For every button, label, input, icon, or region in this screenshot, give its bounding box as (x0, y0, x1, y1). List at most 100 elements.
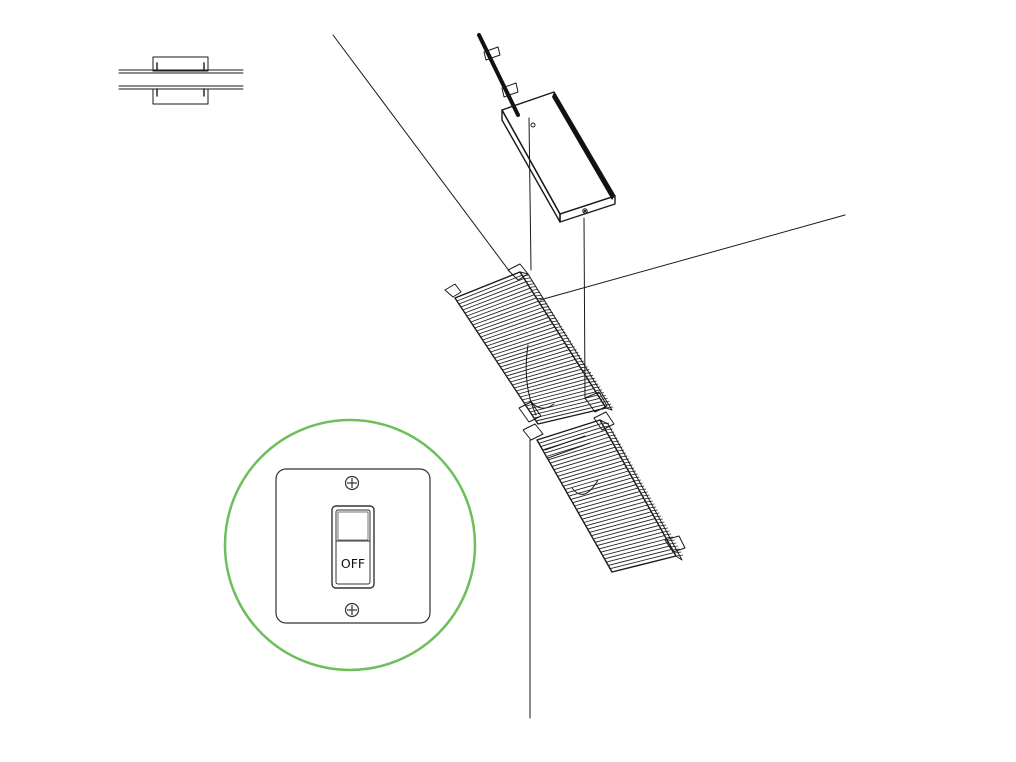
screw-head-icon (344, 602, 360, 618)
edge-fin (608, 434, 616, 437)
edge-fin (637, 485, 645, 488)
louver-slat (518, 375, 586, 395)
edge-fin (659, 524, 667, 527)
edge-fin (622, 458, 630, 461)
edge-fin (536, 297, 544, 300)
louver-slat (502, 349, 570, 371)
louver-slat (564, 470, 629, 490)
edge-fin (672, 548, 680, 551)
edge-fin (587, 377, 595, 380)
rocker-switch-icon: OFF (331, 505, 375, 589)
louver-slat (486, 323, 553, 347)
edge-fin (674, 551, 682, 554)
edge-fin (617, 449, 625, 452)
edge-fin (589, 380, 597, 383)
edge-fin (549, 317, 557, 320)
edge-fin (532, 291, 541, 294)
louver-slat (568, 477, 633, 497)
louver-slat (529, 394, 598, 413)
edge-fin (523, 277, 531, 280)
edge-fin (596, 392, 604, 395)
power-cable (477, 33, 520, 117)
louver-slat (583, 504, 648, 523)
louver-slat (484, 320, 551, 344)
louver-slat (576, 490, 641, 510)
louver-slat (604, 541, 669, 560)
edge-fin (560, 334, 568, 337)
edge-fin (591, 383, 599, 386)
louver-slat (555, 453, 620, 474)
edge-fin (558, 331, 566, 334)
louver-slat (490, 329, 557, 353)
louver-slat (570, 480, 635, 500)
louver-slat (572, 484, 637, 504)
edge-fin (543, 309, 551, 311)
upper-louver-panel (444, 263, 614, 425)
edge-fin (584, 372, 592, 374)
suspension-wires (528, 117, 586, 719)
edge-fin (582, 369, 590, 372)
cable-clip (483, 46, 501, 61)
edge-fin (638, 488, 647, 491)
louver-slat (585, 507, 650, 527)
edge-fin (654, 515, 662, 518)
ceiling-perspective-lines (332, 34, 846, 301)
edge-fin (640, 491, 648, 494)
edge-fin (649, 506, 657, 509)
edge-fin (652, 512, 660, 515)
edge-fin (612, 440, 620, 443)
edge-fin (563, 340, 572, 343)
louver-slat (535, 404, 605, 422)
edge-fin (662, 530, 670, 533)
louver-slat (566, 473, 631, 494)
edge-fin (655, 518, 663, 521)
louver-slat (508, 358, 576, 380)
edge-fin (567, 346, 575, 349)
louver-slat (472, 300, 539, 326)
louver-slat (528, 391, 596, 410)
edge-fin (604, 403, 612, 406)
edge-fin (660, 527, 668, 530)
louver-slat (468, 294, 535, 320)
louver-slat (482, 316, 549, 341)
louver-slat (589, 514, 654, 533)
edge-fin (613, 443, 621, 446)
louver-slat (608, 548, 673, 566)
louver-slat (476, 307, 543, 332)
edge-fin (625, 464, 633, 467)
edge-fin (551, 320, 559, 323)
louver-slat (500, 346, 568, 368)
louver-slat (602, 538, 667, 556)
edge-fin (573, 354, 581, 357)
edge-fin (531, 288, 539, 291)
edge-fin (602, 400, 610, 403)
louver-slat (559, 460, 623, 481)
louver-slat (492, 333, 560, 356)
edge-fin (545, 311, 553, 314)
louver-slat (458, 278, 525, 305)
louver-slat (548, 439, 612, 461)
louver-slat (488, 326, 555, 350)
edge-fin (630, 473, 638, 476)
edge-fin (601, 422, 610, 425)
edge-fin (667, 539, 675, 542)
louver-slat (533, 401, 603, 419)
edge-fin (598, 395, 606, 397)
edge-fin (620, 455, 628, 458)
louver-slat (464, 287, 531, 314)
switch-state-label: OFF (341, 556, 365, 571)
louver-slat (593, 521, 658, 540)
edge-fin (565, 343, 573, 346)
louver-slat (538, 422, 603, 444)
louver-slat (561, 463, 625, 484)
edge-fin (580, 366, 588, 369)
edge-fin (542, 306, 550, 308)
louver-slat (456, 274, 523, 302)
louver-slat (522, 381, 590, 401)
edge-fin (610, 437, 618, 440)
edge-fin (540, 303, 548, 306)
louver-slat (498, 342, 566, 365)
edge-fin (556, 329, 564, 331)
louver-slat (514, 368, 582, 389)
edge-fin (534, 294, 542, 297)
